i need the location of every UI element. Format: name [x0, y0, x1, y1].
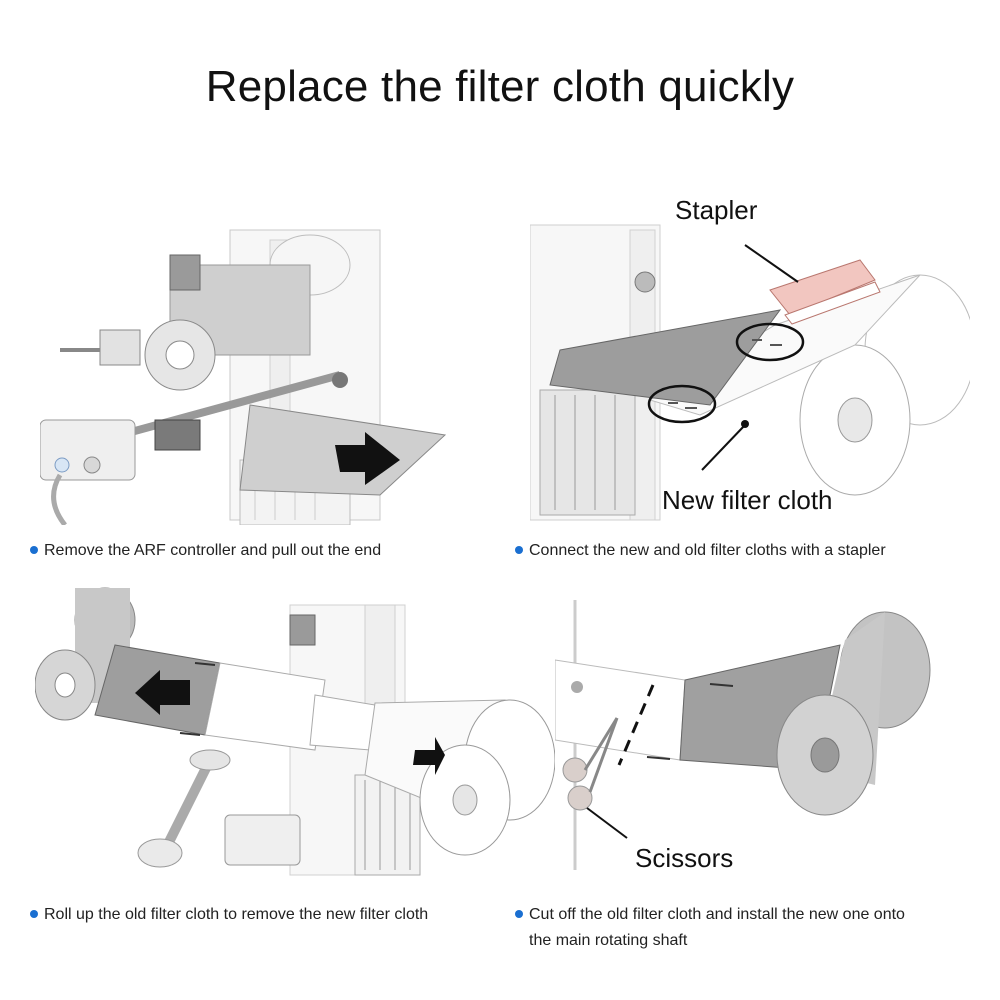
illustration-roll-old-cloth	[35, 587, 555, 876]
caption-text: Roll up the old filter cloth to remove t…	[44, 906, 429, 923]
bullet-icon	[30, 546, 38, 554]
arrow-right-icon	[413, 737, 445, 775]
page-title: Replace the filter cloth quickly	[205, 62, 795, 111]
caption-step-2: Connect the new and old filter cloths wi…	[515, 538, 886, 564]
label-new-filter-cloth: New filter cloth	[662, 485, 833, 515]
label-scissors: Scissors	[635, 843, 734, 873]
caption-step-4: Cut off the old filter cloth and install…	[515, 902, 905, 954]
arrow-left-icon	[135, 670, 190, 715]
caption-text: Remove the ARF controller and pull out t…	[44, 542, 382, 559]
label-stapler: Stapler	[675, 195, 758, 225]
illustration-cut-install	[555, 600, 931, 870]
caption-step-3: Roll up the old filter cloth to remove t…	[30, 902, 428, 928]
illustration-staple-cloth	[530, 224, 970, 521]
panel-staple-cloth	[530, 220, 970, 525]
bullet-icon	[515, 910, 523, 918]
illustration-remove-controller	[40, 229, 447, 525]
panel-remove-controller	[40, 220, 470, 525]
caption-text-line1: Cut off the old filter cloth and install…	[529, 906, 905, 923]
caption-text-line2: the main rotating shaft	[529, 932, 688, 949]
panel-cut-install	[555, 600, 975, 890]
bullet-icon	[30, 910, 38, 918]
bullet-icon	[515, 546, 523, 554]
arrow-right-icon	[335, 432, 400, 485]
panel-roll-old-cloth	[35, 585, 555, 885]
caption-step-1: Remove the ARF controller and pull out t…	[30, 538, 381, 564]
caption-text: Connect the new and old filter cloths wi…	[529, 542, 886, 559]
